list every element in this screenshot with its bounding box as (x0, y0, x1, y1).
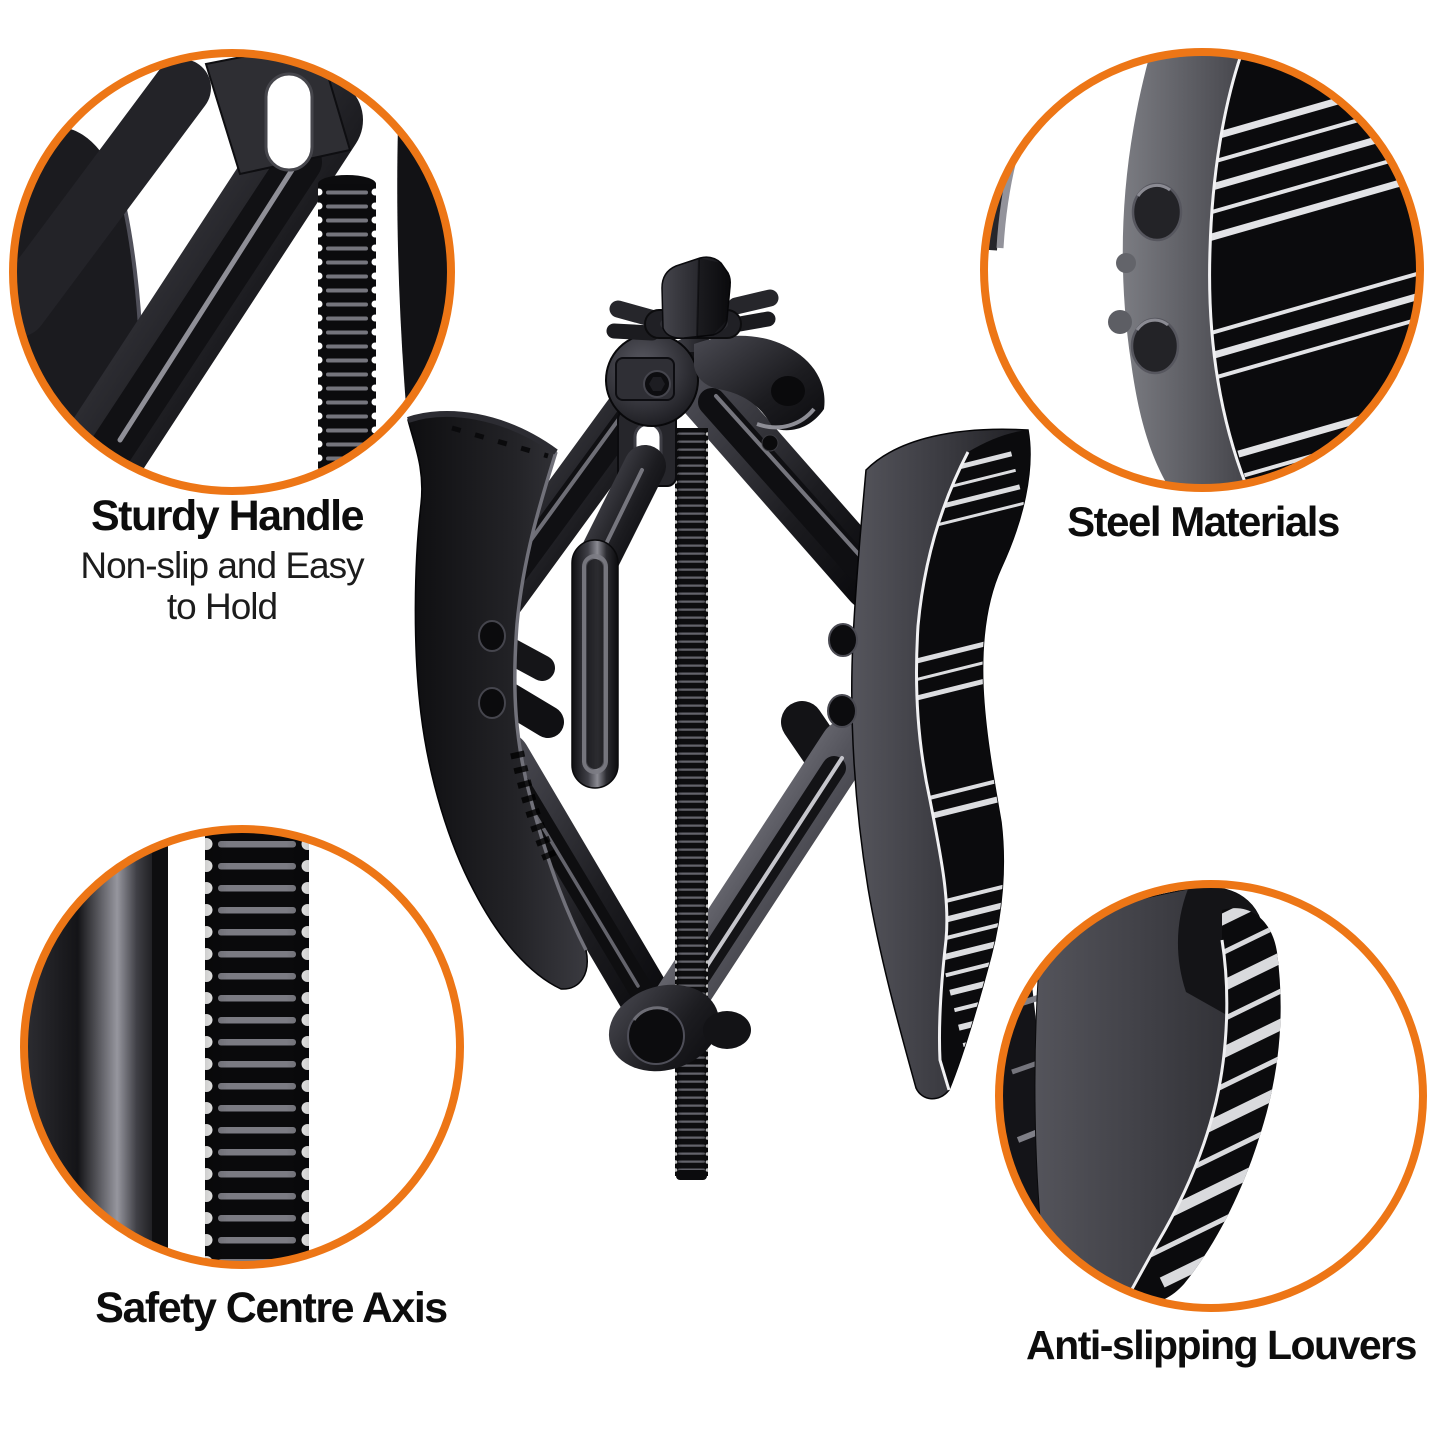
zoom-callout-anti-slipping-louvers (995, 880, 1427, 1312)
callout-ring (995, 880, 1427, 1312)
callout-ring (20, 825, 464, 1269)
top-drive-assembly (605, 256, 825, 431)
side-brackets (482, 635, 853, 787)
feature-subtitle-sturdy-handle: Non-slip and Easy to Hold (22, 545, 422, 627)
bottom-pivot-bolt (608, 984, 751, 1072)
zoom-callout-sturdy-handle (9, 49, 455, 495)
callout-ring (980, 48, 1424, 492)
left-chock-plate (407, 411, 588, 990)
feature-title-steel-materials: Steel Materials (1067, 498, 1340, 545)
feature-subtitle-line-1: Non-slip and Easy (80, 545, 364, 586)
crank-handle (571, 409, 677, 789)
feature-title-sturdy-handle: Sturdy Handle (91, 492, 365, 540)
safety-centre-axis-zoom-detail (27, 832, 309, 1262)
upper-right-arm (671, 357, 901, 611)
product-illustration (407, 256, 1031, 1180)
zoom-callout-steel-materials (980, 48, 1424, 492)
threaded-centre-rod (675, 428, 708, 1180)
feature-title-safety-centre-axis: Safety Centre Axis (95, 1284, 448, 1332)
zoom-callout-safety-centre-axis (20, 825, 464, 1269)
callout-ring (9, 49, 455, 495)
feature-subtitle-line-2: to Hold (166, 585, 278, 627)
hex-drive-nut (661, 256, 731, 339)
louver-band (916, 430, 1030, 1090)
feature-title-anti-slipping-louvers: Anti-slipping Louvers (1026, 1322, 1417, 1368)
